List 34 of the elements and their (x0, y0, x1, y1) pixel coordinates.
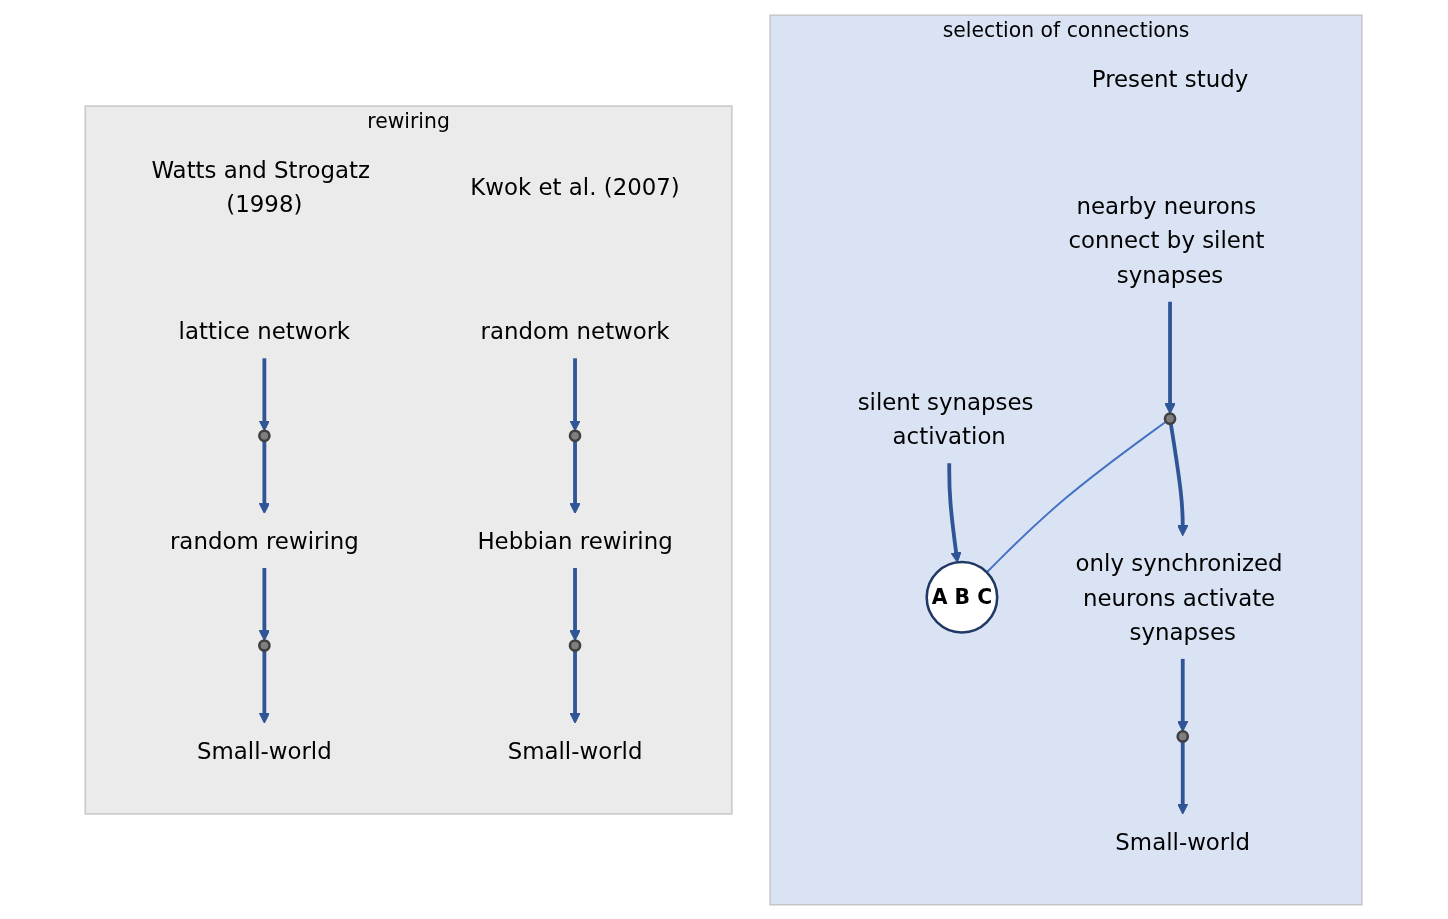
node-text: random network (481, 317, 670, 344)
arrow (569, 567, 582, 641)
arrow (947, 462, 963, 563)
arrow (569, 440, 582, 514)
node-text: Small-world (508, 736, 643, 764)
arrow (1169, 422, 1189, 536)
node-circle (1164, 411, 1177, 425)
node-circle (569, 429, 582, 442)
node-circle (569, 638, 582, 652)
node-text: Kwok et al. (2007) (470, 172, 681, 200)
node-text: Small-world (197, 736, 333, 764)
node-text: Hebbian rewiring (477, 526, 674, 554)
node-text: lattice network (179, 317, 351, 344)
node-circle (1176, 729, 1190, 743)
node-text: random rewiring (170, 526, 360, 554)
node-text: nearby neurons connect by silent synapses (1068, 191, 1265, 288)
node-text: only synchronized neurons activate synapses (1076, 549, 1284, 645)
node-circle (258, 638, 272, 652)
node-text: silent synapses activation (858, 387, 1034, 449)
node-text: Watts and Strogatz (1998) (151, 155, 371, 217)
arrow (569, 650, 582, 724)
connector (986, 420, 1168, 573)
arrow (259, 357, 271, 431)
arrow (1177, 658, 1189, 732)
arrow (569, 357, 582, 431)
arrow (259, 650, 271, 724)
node-text: Small-world (1115, 827, 1251, 855)
node-circle: A B C (925, 560, 999, 634)
arrow (259, 567, 271, 641)
node-circle (258, 429, 272, 442)
arrow (1177, 741, 1189, 814)
arrow (259, 440, 271, 514)
arrow (1164, 301, 1177, 414)
node-text: Present study (1092, 64, 1249, 92)
